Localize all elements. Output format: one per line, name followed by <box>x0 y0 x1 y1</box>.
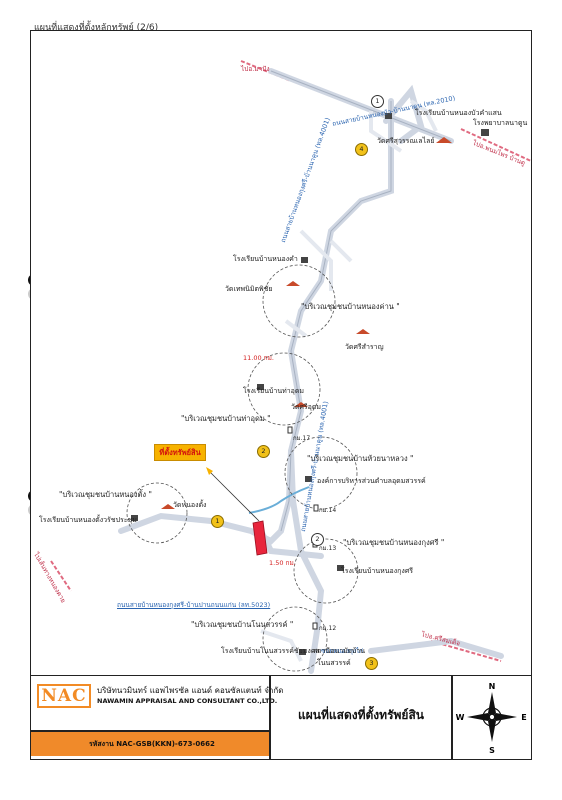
building-icons <box>131 113 489 655</box>
location-map: ไปอ.มาปัง ถนนสายบ้านหนองบัว-บ้านนาดูน (ท… <box>30 30 532 676</box>
compass-s: S <box>489 746 495 755</box>
school-icon-nongbuakam <box>385 113 392 119</box>
label-nonsawan: โนนสวรรค์ <box>317 659 351 667</box>
divider-vertical-2 <box>451 676 453 759</box>
label-health-center: สถานีอนามัยบ้าน <box>313 647 366 655</box>
tambon-office-icon <box>305 476 312 482</box>
compass-rose-icon: N S W E <box>456 682 527 755</box>
label-km14: กม.14 <box>319 507 337 514</box>
label-zone-huaina: "บริเวณชุมชนบ้านห้วยนาหลวง " <box>307 454 414 463</box>
hospital-icon <box>481 129 489 136</box>
job-code: รหัสงาน NAC-GSB(KKN)-673-0662 <box>31 732 269 756</box>
community-zones <box>126 264 359 672</box>
compass-n: N <box>489 682 496 691</box>
label-school-kungsri: โรงเรียนบ้านหนองกุงศรี <box>341 567 414 575</box>
label-km17: กม.17 <box>293 435 311 442</box>
school-icon-nongkham <box>301 257 308 263</box>
marker-1-north: 1 <box>371 95 384 108</box>
label-zone-thaudom: "บริเวณชุมชนบ้านท่าอุดม " <box>181 414 271 423</box>
map-title: แผนที่แสดงที่ตั้งทรัพย์สิน <box>298 708 424 722</box>
label-wat-sri: วัดศรีสุวรรณเลไลย์ <box>377 137 435 145</box>
label-km12: กม.12 <box>319 625 337 632</box>
marker-4: 4 <box>355 143 368 156</box>
road-red-east <box>460 128 531 162</box>
label-hospital: โรงพยาบาลนาดูน <box>473 119 528 127</box>
zone-circle-nonsawan <box>262 606 328 672</box>
subject-property-callout: ที่ตั้งทรัพย์สิน <box>154 444 206 461</box>
zone-circle-thaudom <box>247 352 321 426</box>
distance-label-1-5km: 1.50 กม. <box>269 559 296 567</box>
marker-2-west: 2 <box>257 445 270 458</box>
subject-property <box>252 520 268 556</box>
marker-3: 3 <box>365 657 378 670</box>
label-zone-nongkham: "บริเวณชุมชนบ้านหนองค่าน " <box>301 302 400 311</box>
label-zone-nonsawan: "บริเวณชุมชนบ้านโนนสวรรค์ " <box>191 620 294 629</box>
label-school-nonsawan: โรงเรียนบ้านโนนสวรรค์ชัยมงคล <box>221 647 320 655</box>
label-tambon-office: องค์การบริหารส่วนตำบลอุดมสวรรค์ <box>317 477 426 485</box>
temple-icon-sriudom <box>294 402 308 407</box>
zone-circle-nongkham <box>262 264 336 338</box>
road-label-5023: ถนนสายบ้านหนองกุงศรี-บ้านปานถนนแก่น (ลท.… <box>117 601 271 609</box>
temple-icons <box>161 137 452 509</box>
stream <box>248 486 310 514</box>
temple-icon-nongtung <box>161 504 175 509</box>
zone-circle-huaina <box>284 436 358 510</box>
page-header: แผนที่แสดงที่ตั้งหลักทรัพย์ (2/6) <box>34 23 159 33</box>
label-km13: กม.13 <box>319 545 337 552</box>
label-zone-nongtung: "บริเวณชุมชนบ้านหนองตั้ง " <box>59 490 152 499</box>
compass-e: E <box>521 713 526 722</box>
label-wat-thepnimit: วัดเทพนิมิตพิชัย <box>225 285 273 293</box>
map-canvas <box>50 60 531 674</box>
road-edges <box>270 70 452 532</box>
label-school-nongkham: โรงเรียนบ้านหนองคำ <box>233 255 298 263</box>
label-zone-kungsri: "บริเวณชุมชนบ้านหนองกุงศรี " <box>343 538 445 547</box>
divider-vertical-1 <box>269 676 271 759</box>
school-icon-kungsri <box>337 565 344 571</box>
school-icon-nongtung <box>131 515 138 521</box>
company-name-en: NAWAMIN APPRAISAL AND CONSULTANT CO.,LTD… <box>97 697 278 705</box>
callout-arrow <box>206 467 213 475</box>
label-school-nongbuakam: โรงเรียนบ้านหนองบัวคำแสน <box>415 109 502 117</box>
school-icon-thaudom <box>257 384 264 390</box>
temple-icon-thepnimit <box>286 281 300 286</box>
nac-logo: NAC <box>37 684 91 708</box>
zone-circle-kungsri <box>293 538 359 604</box>
school-icon-nonsawan <box>299 649 306 655</box>
marker-1-west: 1 <box>211 515 224 528</box>
marker-2-east: 2 <box>311 533 324 546</box>
label-wat-nongtung: วัดหนองตั้ง <box>173 501 207 509</box>
zone-circle-nongtung <box>126 482 188 544</box>
village-streets <box>260 99 438 662</box>
temple-icon-wat-sri <box>436 137 452 143</box>
road-label-to-mapang: ไปอ.มาปัง <box>241 65 270 73</box>
label-wat-sisaraburi: วัดศรีสำราญ <box>345 343 384 351</box>
distance-label-11km: 11.00 กม. <box>243 354 274 362</box>
compass-w: W <box>456 713 465 722</box>
callout-pointer <box>208 470 260 522</box>
road-red-west <box>50 560 72 592</box>
divider-horizontal <box>31 730 269 732</box>
temple-icon-sisaraburi <box>356 329 370 334</box>
label-school-thaudom: โรงเรียนบ้านท่าอุดม <box>243 387 305 395</box>
label-wat-sriudom: วัดศรีอุดม <box>291 403 322 411</box>
title-block: NAC บริษัทนวมินทร์ แอพไพรซัล แอนด์ คอนซั… <box>30 676 532 760</box>
company-name-th: บริษัทนวมินทร์ แอพไพรซัล แอนด์ คอนซัลแตน… <box>97 686 284 695</box>
label-school-nongtung: โรงเรียนบ้านหนองตั้งวรัชประชุม <box>39 516 137 524</box>
road-label-branch: ซอยหนองกุงไก่ <box>321 647 364 655</box>
